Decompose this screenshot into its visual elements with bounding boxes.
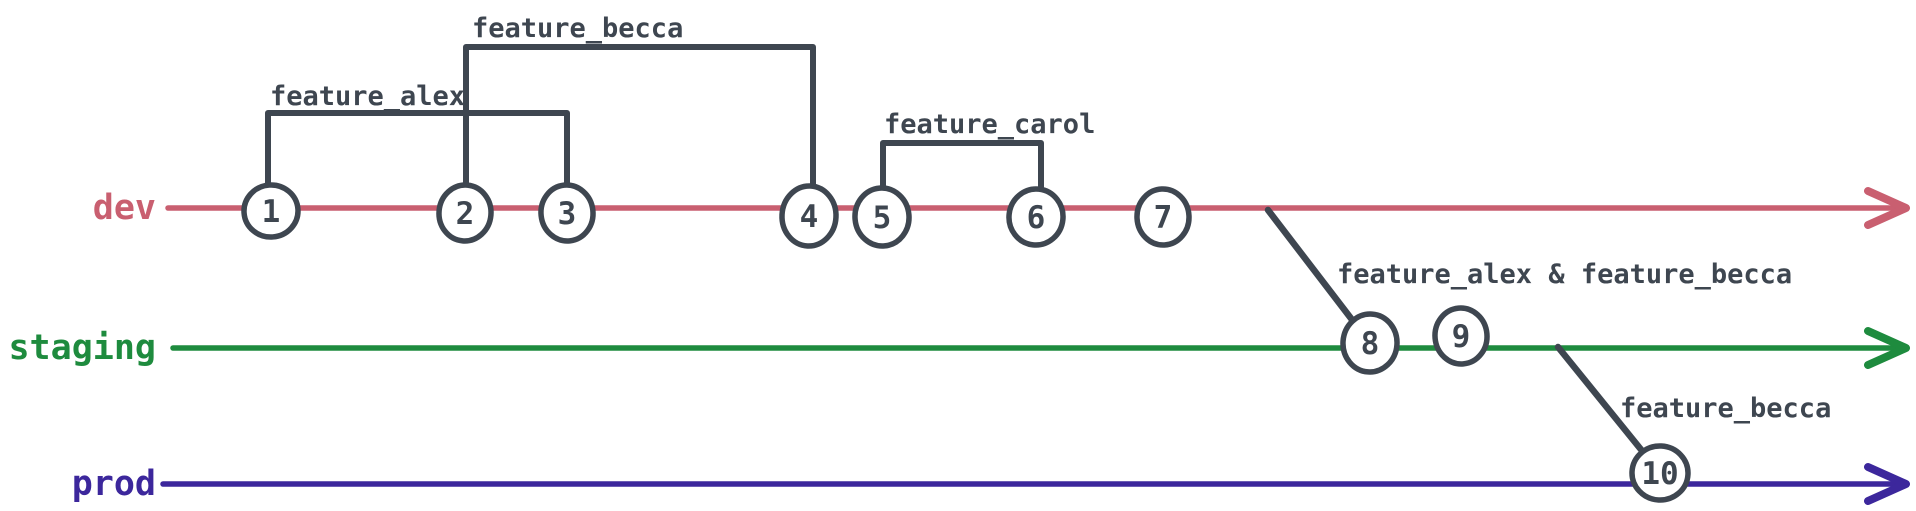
commit-node-2 <box>436 182 494 244</box>
commit-number-1: 1 <box>262 194 281 230</box>
commit-node-5 <box>852 185 912 249</box>
feature-bracket <box>265 110 570 191</box>
merge-label: feature_alex & feature_becca <box>1337 259 1792 290</box>
commit-node-4 <box>779 183 839 249</box>
branch-label-staging: staging <box>8 328 156 368</box>
commit-number-8: 8 <box>1361 326 1380 362</box>
commit-node-10 <box>1629 443 1691 503</box>
commit-node-7 <box>1134 186 1192 248</box>
commit-node-1 <box>241 182 301 240</box>
commit-node-9 <box>1432 305 1490 367</box>
commit-node-3 <box>538 182 596 244</box>
feature-bracket <box>880 140 1044 194</box>
commit-number-7: 7 <box>1154 200 1173 236</box>
commit-node-8 <box>1340 311 1400 375</box>
commit-number-9: 9 <box>1452 319 1471 355</box>
branch-label-dev: dev <box>93 188 156 228</box>
merge-label: feature_becca <box>1620 393 1831 424</box>
commit-number-6: 6 <box>1027 200 1046 236</box>
merge-edge <box>1554 343 1647 456</box>
feature-bracket <box>463 44 816 192</box>
branch-arrow-icon-dev <box>1864 187 1910 229</box>
feature-bracket-label: feature_carol <box>884 109 1095 140</box>
feature-bracket-label: feature_alex <box>270 81 465 112</box>
branch-arrow-icon-prod <box>1864 463 1910 505</box>
commit-number-3: 3 <box>558 196 577 232</box>
commit-number-2: 2 <box>456 196 475 232</box>
commit-number-10: 10 <box>1641 456 1678 492</box>
commit-number-5: 5 <box>873 200 892 236</box>
merge-edge <box>1264 206 1357 325</box>
commit-node-6 <box>1006 186 1066 248</box>
commit-number-4: 4 <box>800 199 819 235</box>
branch-arrow-icon-staging <box>1864 327 1910 369</box>
feature-bracket-label: feature_becca <box>472 13 683 44</box>
branch-label-prod: prod <box>72 464 156 504</box>
